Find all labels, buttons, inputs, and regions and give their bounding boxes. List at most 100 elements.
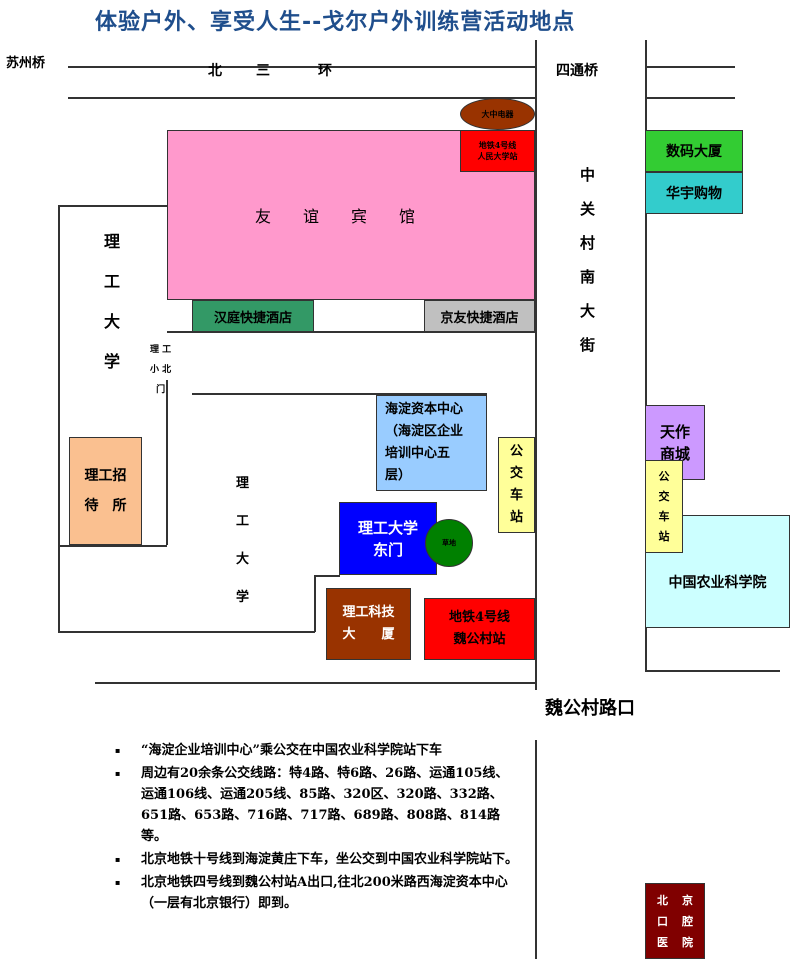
- campus-line: [58, 205, 167, 207]
- line: （海淀区企业: [385, 424, 464, 439]
- char: 大: [104, 312, 121, 331]
- road-line: [645, 97, 735, 99]
- shuma-building: 数码大厦: [645, 130, 743, 172]
- ligong-east-gate: 理工大学东门: [339, 502, 437, 575]
- line: 门: [156, 385, 166, 395]
- line: 地铁4号线: [448, 610, 511, 625]
- char: 公: [658, 469, 670, 483]
- road-line: [645, 40, 647, 670]
- label-sitongqiao: 四通桥: [556, 63, 598, 79]
- line: 小 北: [150, 365, 172, 375]
- char: 理: [236, 476, 250, 491]
- campus-line: [58, 631, 315, 633]
- char: 站: [509, 510, 523, 525]
- page-title: 体验户外、享受人生--戈尔户外训练营活动地点: [95, 10, 576, 35]
- campus-line: [167, 331, 535, 333]
- road-line: [645, 670, 780, 672]
- campus-line: [166, 380, 168, 545]
- line: 大 厦: [342, 627, 395, 642]
- haidian-capital-center: 海淀资本中心（海淀区企业培训中心五层）: [376, 395, 487, 491]
- dazhong-electronics: 大中电器: [460, 98, 535, 130]
- line: 理 工: [150, 345, 172, 355]
- label-zhongguancun: 中 关 村 南 大 街: [580, 158, 595, 362]
- char: 工: [104, 272, 121, 291]
- lawn: 草地: [425, 519, 473, 567]
- char: 腔: [682, 914, 693, 928]
- char: 车: [509, 488, 523, 503]
- char: 村: [580, 234, 596, 252]
- char: 理: [104, 232, 121, 251]
- directions-list: “海淀企业培训中心”乘公交在中国农业科学院站下车 周边有20余条公交线路：特4路…: [115, 740, 520, 916]
- char: 站: [658, 529, 670, 543]
- jingyou-hotel: 京友快捷酒店: [424, 300, 535, 332]
- caas: 中国农业科学院: [645, 515, 790, 628]
- char: 中: [580, 166, 596, 184]
- char: 馆: [399, 207, 448, 226]
- line: 层）: [385, 468, 412, 483]
- peking-stomatology-hospital: 北京口腔医院: [645, 883, 705, 959]
- char: 医: [657, 935, 668, 949]
- line: 魏公村站: [453, 632, 506, 647]
- label-ligong-left: 理工大学: [104, 222, 120, 382]
- campus-line: [58, 545, 167, 547]
- char: 谊: [302, 207, 351, 226]
- direction-item: 北京地铁四号线到魏公村站A出口,往北200米路西海淀资本中心（一层有北京银行）即…: [115, 872, 520, 914]
- char: 公: [509, 444, 523, 459]
- line: 人民大学站: [477, 151, 518, 161]
- char: 友: [254, 207, 303, 226]
- line: 理工科技: [342, 605, 395, 620]
- char: 交: [509, 466, 523, 481]
- bus-stop-left: 公交车站: [498, 437, 535, 533]
- label-beisanhuan-3: 环: [318, 63, 332, 79]
- line: 地铁4号线: [478, 140, 517, 150]
- line: 商城: [659, 444, 690, 463]
- char: 大: [580, 302, 596, 320]
- huayu-shopping: 华宇购物: [645, 172, 743, 214]
- char: 大: [236, 552, 250, 567]
- char: 学: [104, 352, 121, 371]
- campus-line: [314, 575, 340, 577]
- char: 南: [580, 268, 596, 286]
- road-line: [68, 97, 535, 99]
- line: 待 所: [84, 498, 127, 514]
- ligong-north-gate: 理 工小 北门: [150, 340, 171, 400]
- campus-line: [192, 393, 487, 395]
- hanting-hotel: 汉庭快捷酒店: [192, 300, 314, 332]
- char: 北: [657, 894, 668, 908]
- ligong-tech-building: 理工科技大 厦: [326, 588, 411, 660]
- line: 东门: [372, 540, 403, 559]
- road-line: [645, 66, 735, 68]
- char: 交: [658, 489, 670, 503]
- road-line: [535, 740, 537, 959]
- line: 理工大学: [357, 518, 418, 537]
- ligong-guesthouse: 理工招待 所: [69, 437, 142, 545]
- char: 关: [580, 200, 596, 218]
- char: 口: [657, 914, 668, 928]
- char: 学: [236, 590, 250, 605]
- road-line: [535, 40, 537, 690]
- direction-item: “海淀企业培训中心”乘公交在中国农业科学院站下车: [115, 740, 520, 761]
- line: 理工招: [84, 468, 127, 484]
- label-suzhouqiao: 苏州桥: [6, 56, 46, 71]
- campus-line: [58, 205, 60, 632]
- road-line: [95, 682, 535, 684]
- char: 宾: [351, 207, 400, 226]
- label-ligong-center: 理工大学: [236, 465, 249, 617]
- direction-item: 北京地铁十号线到海淀黄庄下车，坐公交到中国农业科学院站下。: [115, 849, 520, 870]
- char: 工: [236, 514, 250, 529]
- label-weigongcun: 魏公村路口: [545, 698, 635, 719]
- line: 天作: [659, 422, 690, 441]
- line: 海淀资本中心: [385, 402, 464, 417]
- char: 车: [658, 509, 670, 523]
- subway-weigongcun: 地铁4号线魏公村站: [424, 598, 535, 660]
- char: 京: [682, 894, 693, 908]
- subway-renmin-university: 地铁4号线人民大学站: [460, 130, 535, 172]
- bus-stop-right: 公交车站: [645, 460, 683, 553]
- road-line: [68, 66, 535, 68]
- label-beisanhuan-2: 三: [256, 63, 270, 79]
- label-beisanhuan-1: 北: [208, 63, 222, 79]
- campus-line: [314, 575, 316, 632]
- char: 院: [682, 935, 693, 949]
- char: 街: [580, 336, 596, 354]
